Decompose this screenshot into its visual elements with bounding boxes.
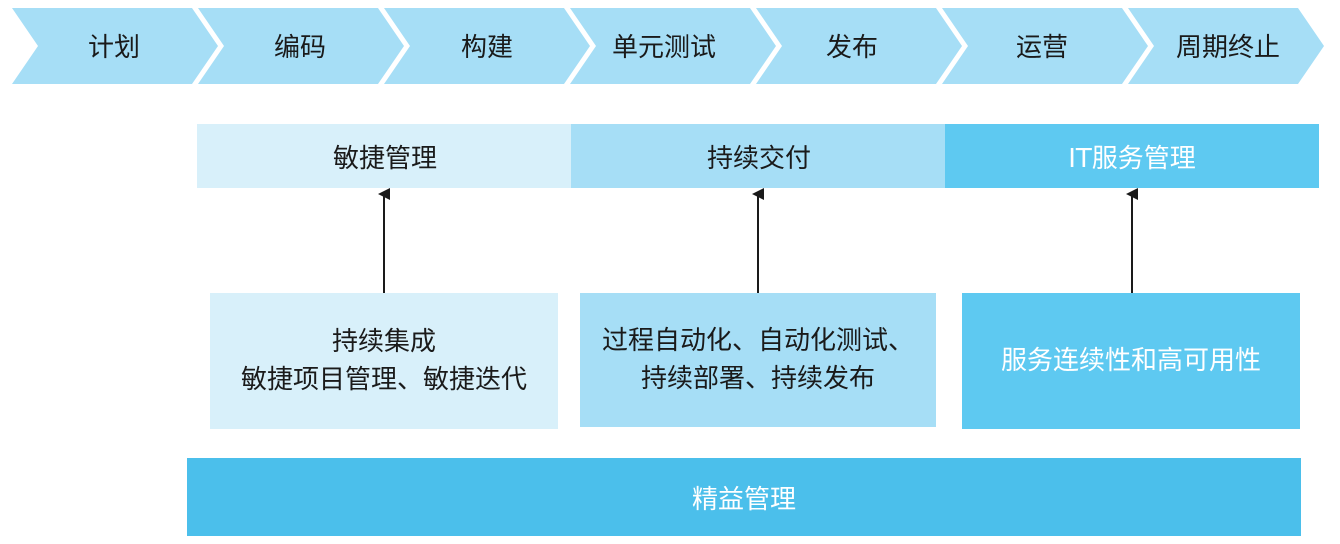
phase-label-end-of-life: 周期终止 <box>1176 33 1280 63</box>
phase-chevron-4 <box>570 8 776 84</box>
foundation-lean: 精益管理 <box>187 458 1301 536</box>
header-agile-label: 敏捷管理 <box>332 143 437 174</box>
phase-chevron-6 <box>942 8 1148 84</box>
practice-agile-line-2: 敏捷项目管理、敏捷迭代 <box>240 365 527 395</box>
phase-label-plan: 计划 <box>88 33 140 63</box>
practice-cd-line-2: 持续部署、持续发布 <box>640 364 875 394</box>
practice-agile-line-1: 持续集成 <box>331 327 436 357</box>
phase-chevron-5 <box>756 8 962 84</box>
phase-label-build: 构建 <box>461 33 513 63</box>
phase-chevron-7 <box>1128 8 1324 84</box>
practice-cd-box: 过程自动化、自动化测试、 持续部署、持续发布 <box>580 293 936 427</box>
header-agile: 敏捷管理 <box>197 124 573 188</box>
practice-agile-box: 持续集成 敏捷项目管理、敏捷迭代 <box>210 293 558 429</box>
header-itsm-label: IT服务管理 <box>1068 143 1196 174</box>
header-cd-label: 持续交付 <box>706 143 811 174</box>
phase-label-release: 发布 <box>826 33 878 63</box>
phase-chevron-3 <box>384 8 590 84</box>
phase-chevron-2 <box>198 8 404 84</box>
practice-itsm-box: 服务连续性和高可用性 <box>962 293 1300 429</box>
header-itsm: IT服务管理 <box>945 124 1319 188</box>
phase-label-operate: 运营 <box>1016 33 1068 63</box>
practice-cd-line-1: 过程自动化、自动化测试、 <box>601 326 914 356</box>
foundation-lean-label: 精益管理 <box>691 484 796 515</box>
phase-label-code: 编码 <box>274 33 326 63</box>
phase-label-unit-test: 单元测试 <box>612 33 716 63</box>
phase-bar: 计划 编码 构建 单元测试 发布 运营 周期终止 <box>12 8 1324 84</box>
phase-chevron-1 <box>12 8 218 84</box>
header-cd: 持续交付 <box>571 124 947 188</box>
practice-itsm-line-1: 服务连续性和高可用性 <box>1000 346 1261 376</box>
